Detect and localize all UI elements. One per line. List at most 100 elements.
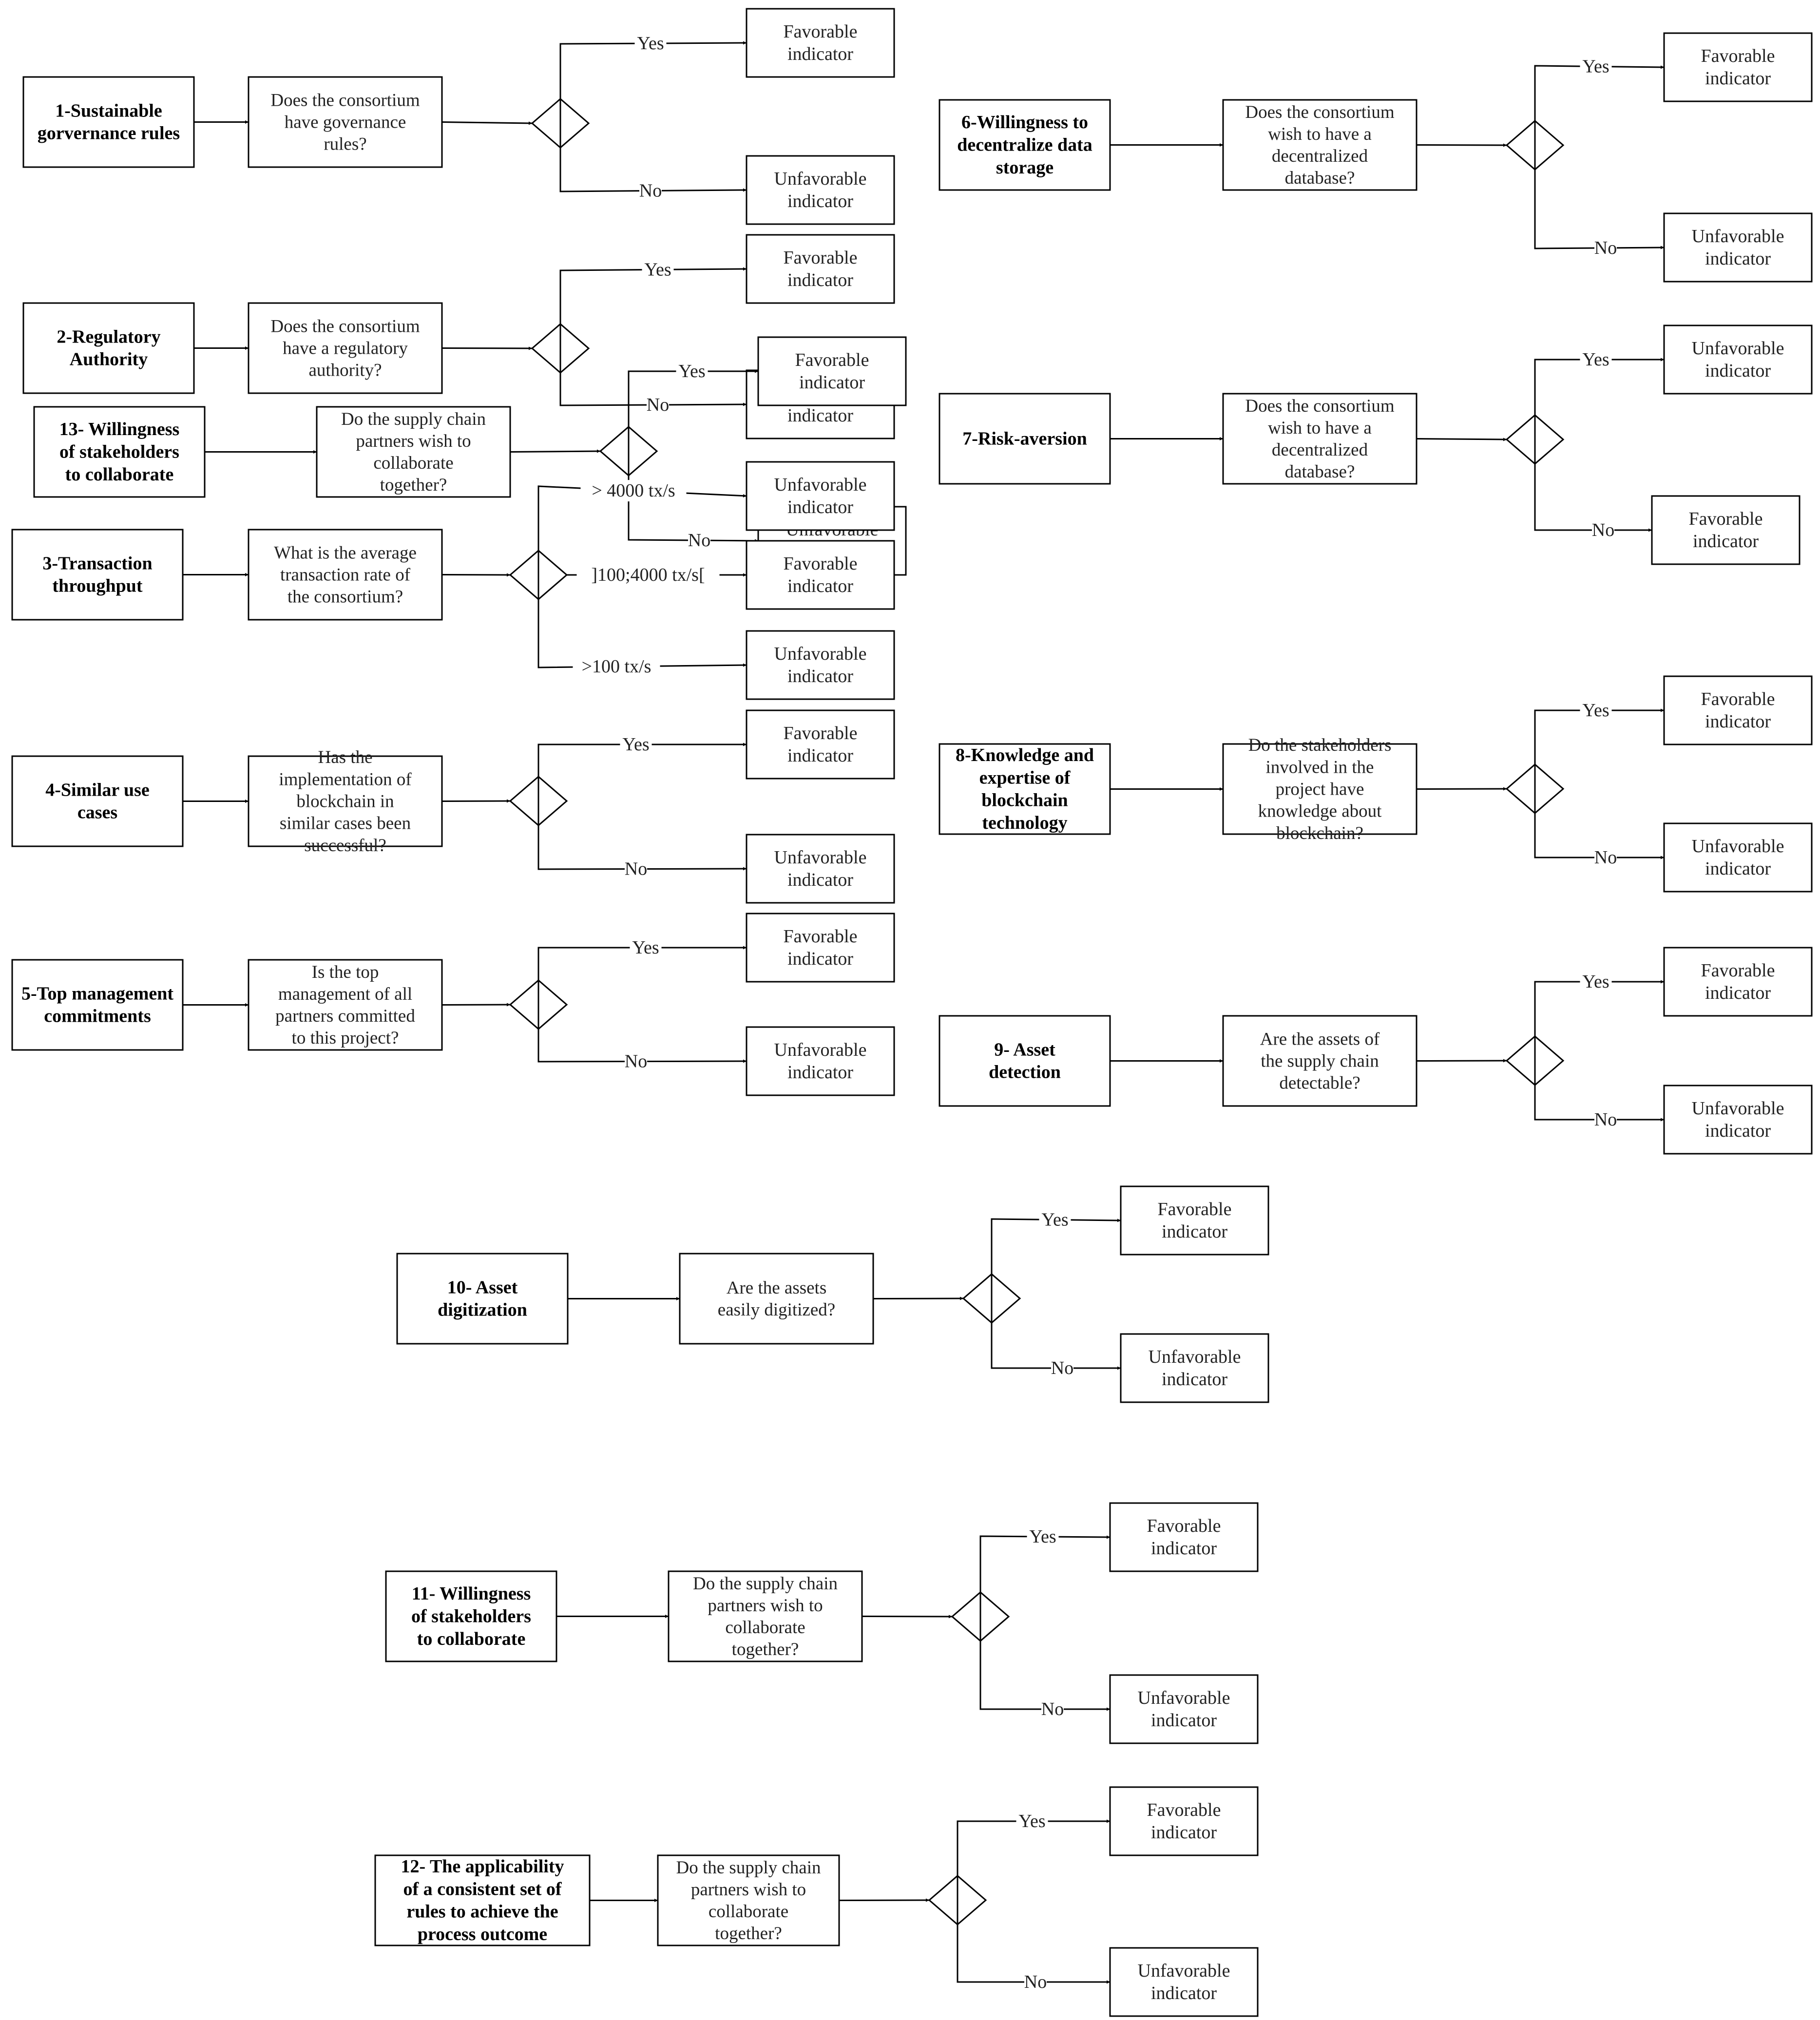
branch-label: Yes — [620, 734, 652, 755]
connector — [1534, 789, 1664, 859]
svg-text:No: No — [1592, 520, 1614, 540]
svg-text:No: No — [639, 181, 662, 201]
branch-label: Yes — [1027, 1525, 1059, 1547]
connector — [1416, 143, 1507, 147]
branch-label: Yes — [1580, 56, 1612, 77]
connector — [628, 369, 758, 451]
connector — [991, 1298, 1121, 1370]
svg-text:> 4000 tx/s: > 4000 tx/s — [592, 480, 675, 501]
branch-label: >100 tx/s — [573, 656, 660, 678]
svg-text:No: No — [625, 859, 647, 879]
connector — [537, 1005, 747, 1063]
connector — [1534, 358, 1664, 439]
svg-text:Yes: Yes — [1582, 349, 1609, 370]
branch-label: No — [625, 1050, 647, 1072]
branch-label: No — [1594, 237, 1617, 259]
connector — [1534, 980, 1664, 1061]
svg-text:Yes: Yes — [678, 361, 705, 381]
branch-label: Yes — [676, 361, 708, 382]
connector — [957, 1900, 1110, 1984]
criterion-box: 7-Risk-aversion — [939, 393, 1111, 485]
svg-text:No: No — [625, 1051, 647, 1072]
connector — [1534, 65, 1665, 145]
connector — [537, 743, 747, 801]
svg-text:No: No — [688, 530, 710, 551]
connector — [1534, 145, 1665, 249]
svg-text:No: No — [1041, 1699, 1064, 1719]
connector — [839, 1898, 930, 1902]
branch-label: No — [688, 530, 710, 552]
criterion-text: 7-Risk-aversion — [962, 429, 1087, 449]
branch-label: Yes — [630, 937, 662, 958]
branch-label: Yes — [1580, 349, 1612, 370]
connector — [559, 41, 747, 123]
branch-label: No — [647, 394, 669, 416]
svg-text:>100 tx/s: >100 tx/s — [582, 656, 651, 677]
branch-label: Yes — [634, 33, 667, 55]
svg-text:]100;4000 tx/s[: ]100;4000 tx/s[ — [591, 565, 705, 585]
svg-text:Yes: Yes — [622, 734, 649, 755]
svg-text:No: No — [1594, 1109, 1617, 1130]
svg-text:Yes: Yes — [632, 937, 659, 958]
branch-label: No — [1024, 1971, 1047, 1993]
branch-label: Yes — [1039, 1209, 1071, 1231]
connector — [537, 801, 747, 871]
branch-label: No — [639, 180, 662, 202]
connector — [559, 348, 747, 406]
